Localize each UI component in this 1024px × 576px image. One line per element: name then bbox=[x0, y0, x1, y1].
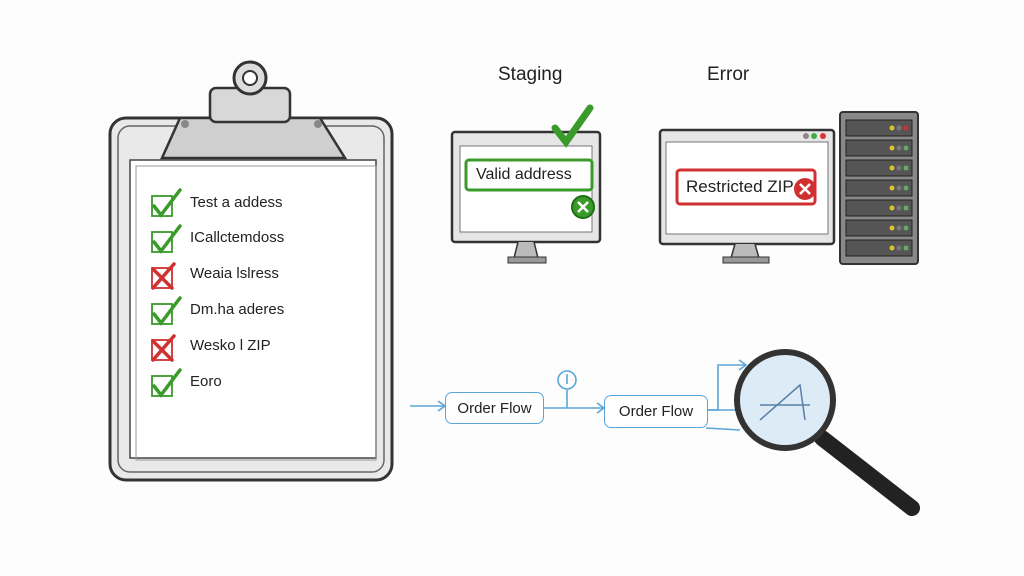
order-flow-step-1: Order Flow bbox=[445, 392, 544, 424]
checklist-item: Wesko l ZIP bbox=[190, 337, 271, 354]
server-unit bbox=[845, 239, 913, 257]
checklist-item: ICallctemdoss bbox=[190, 229, 285, 246]
valid-address-field: Valid address bbox=[476, 166, 572, 183]
status-light bbox=[889, 125, 895, 131]
status-light bbox=[896, 125, 902, 131]
status-light bbox=[889, 225, 895, 231]
server-unit bbox=[845, 119, 913, 137]
status-light bbox=[903, 125, 909, 131]
checklist-item: Dm.ha aderes bbox=[190, 301, 285, 318]
status-light bbox=[889, 145, 895, 151]
checklist-item: Weaia lslress bbox=[190, 265, 279, 282]
error-monitor bbox=[658, 128, 836, 264]
status-light bbox=[896, 205, 902, 211]
checklist-item: Eoro bbox=[190, 373, 222, 390]
check-icon bbox=[151, 296, 182, 326]
staging-monitor bbox=[450, 104, 602, 264]
server-rack-icon bbox=[839, 111, 919, 265]
status-light bbox=[903, 165, 909, 171]
status-light bbox=[903, 225, 909, 231]
clipboard bbox=[108, 60, 394, 482]
check-icon bbox=[151, 368, 182, 398]
check-icon bbox=[151, 224, 182, 254]
staging-title: Staging bbox=[498, 64, 563, 85]
status-light bbox=[889, 205, 895, 211]
restricted-zip-field: Restricted ZIP bbox=[686, 177, 794, 196]
checklist-marks bbox=[151, 188, 182, 398]
server-unit bbox=[845, 199, 913, 217]
server-unit bbox=[845, 159, 913, 177]
status-light bbox=[896, 165, 902, 171]
magnifier-icon bbox=[734, 349, 920, 516]
order-flow-label: Order Flow bbox=[457, 399, 532, 417]
status-light bbox=[903, 205, 909, 211]
error-title: Error bbox=[707, 64, 750, 85]
cross-icon bbox=[151, 262, 176, 290]
order-flow-label: Order Flow bbox=[618, 403, 694, 420]
status-light bbox=[889, 165, 895, 171]
status-light bbox=[896, 245, 902, 251]
checklist-item: Test a addess bbox=[190, 194, 283, 211]
status-light bbox=[896, 145, 902, 151]
status-light bbox=[903, 145, 909, 151]
server-unit bbox=[845, 219, 913, 237]
check-icon bbox=[151, 188, 182, 218]
status-light bbox=[903, 245, 909, 251]
cross-icon bbox=[151, 334, 176, 362]
status-light bbox=[889, 245, 895, 251]
server-unit bbox=[845, 179, 913, 197]
status-light bbox=[903, 185, 909, 191]
status-light bbox=[896, 185, 902, 191]
order-flow-step-2: Order Flow bbox=[604, 395, 708, 428]
status-light bbox=[889, 185, 895, 191]
status-light bbox=[896, 225, 902, 231]
server-unit bbox=[845, 139, 913, 157]
